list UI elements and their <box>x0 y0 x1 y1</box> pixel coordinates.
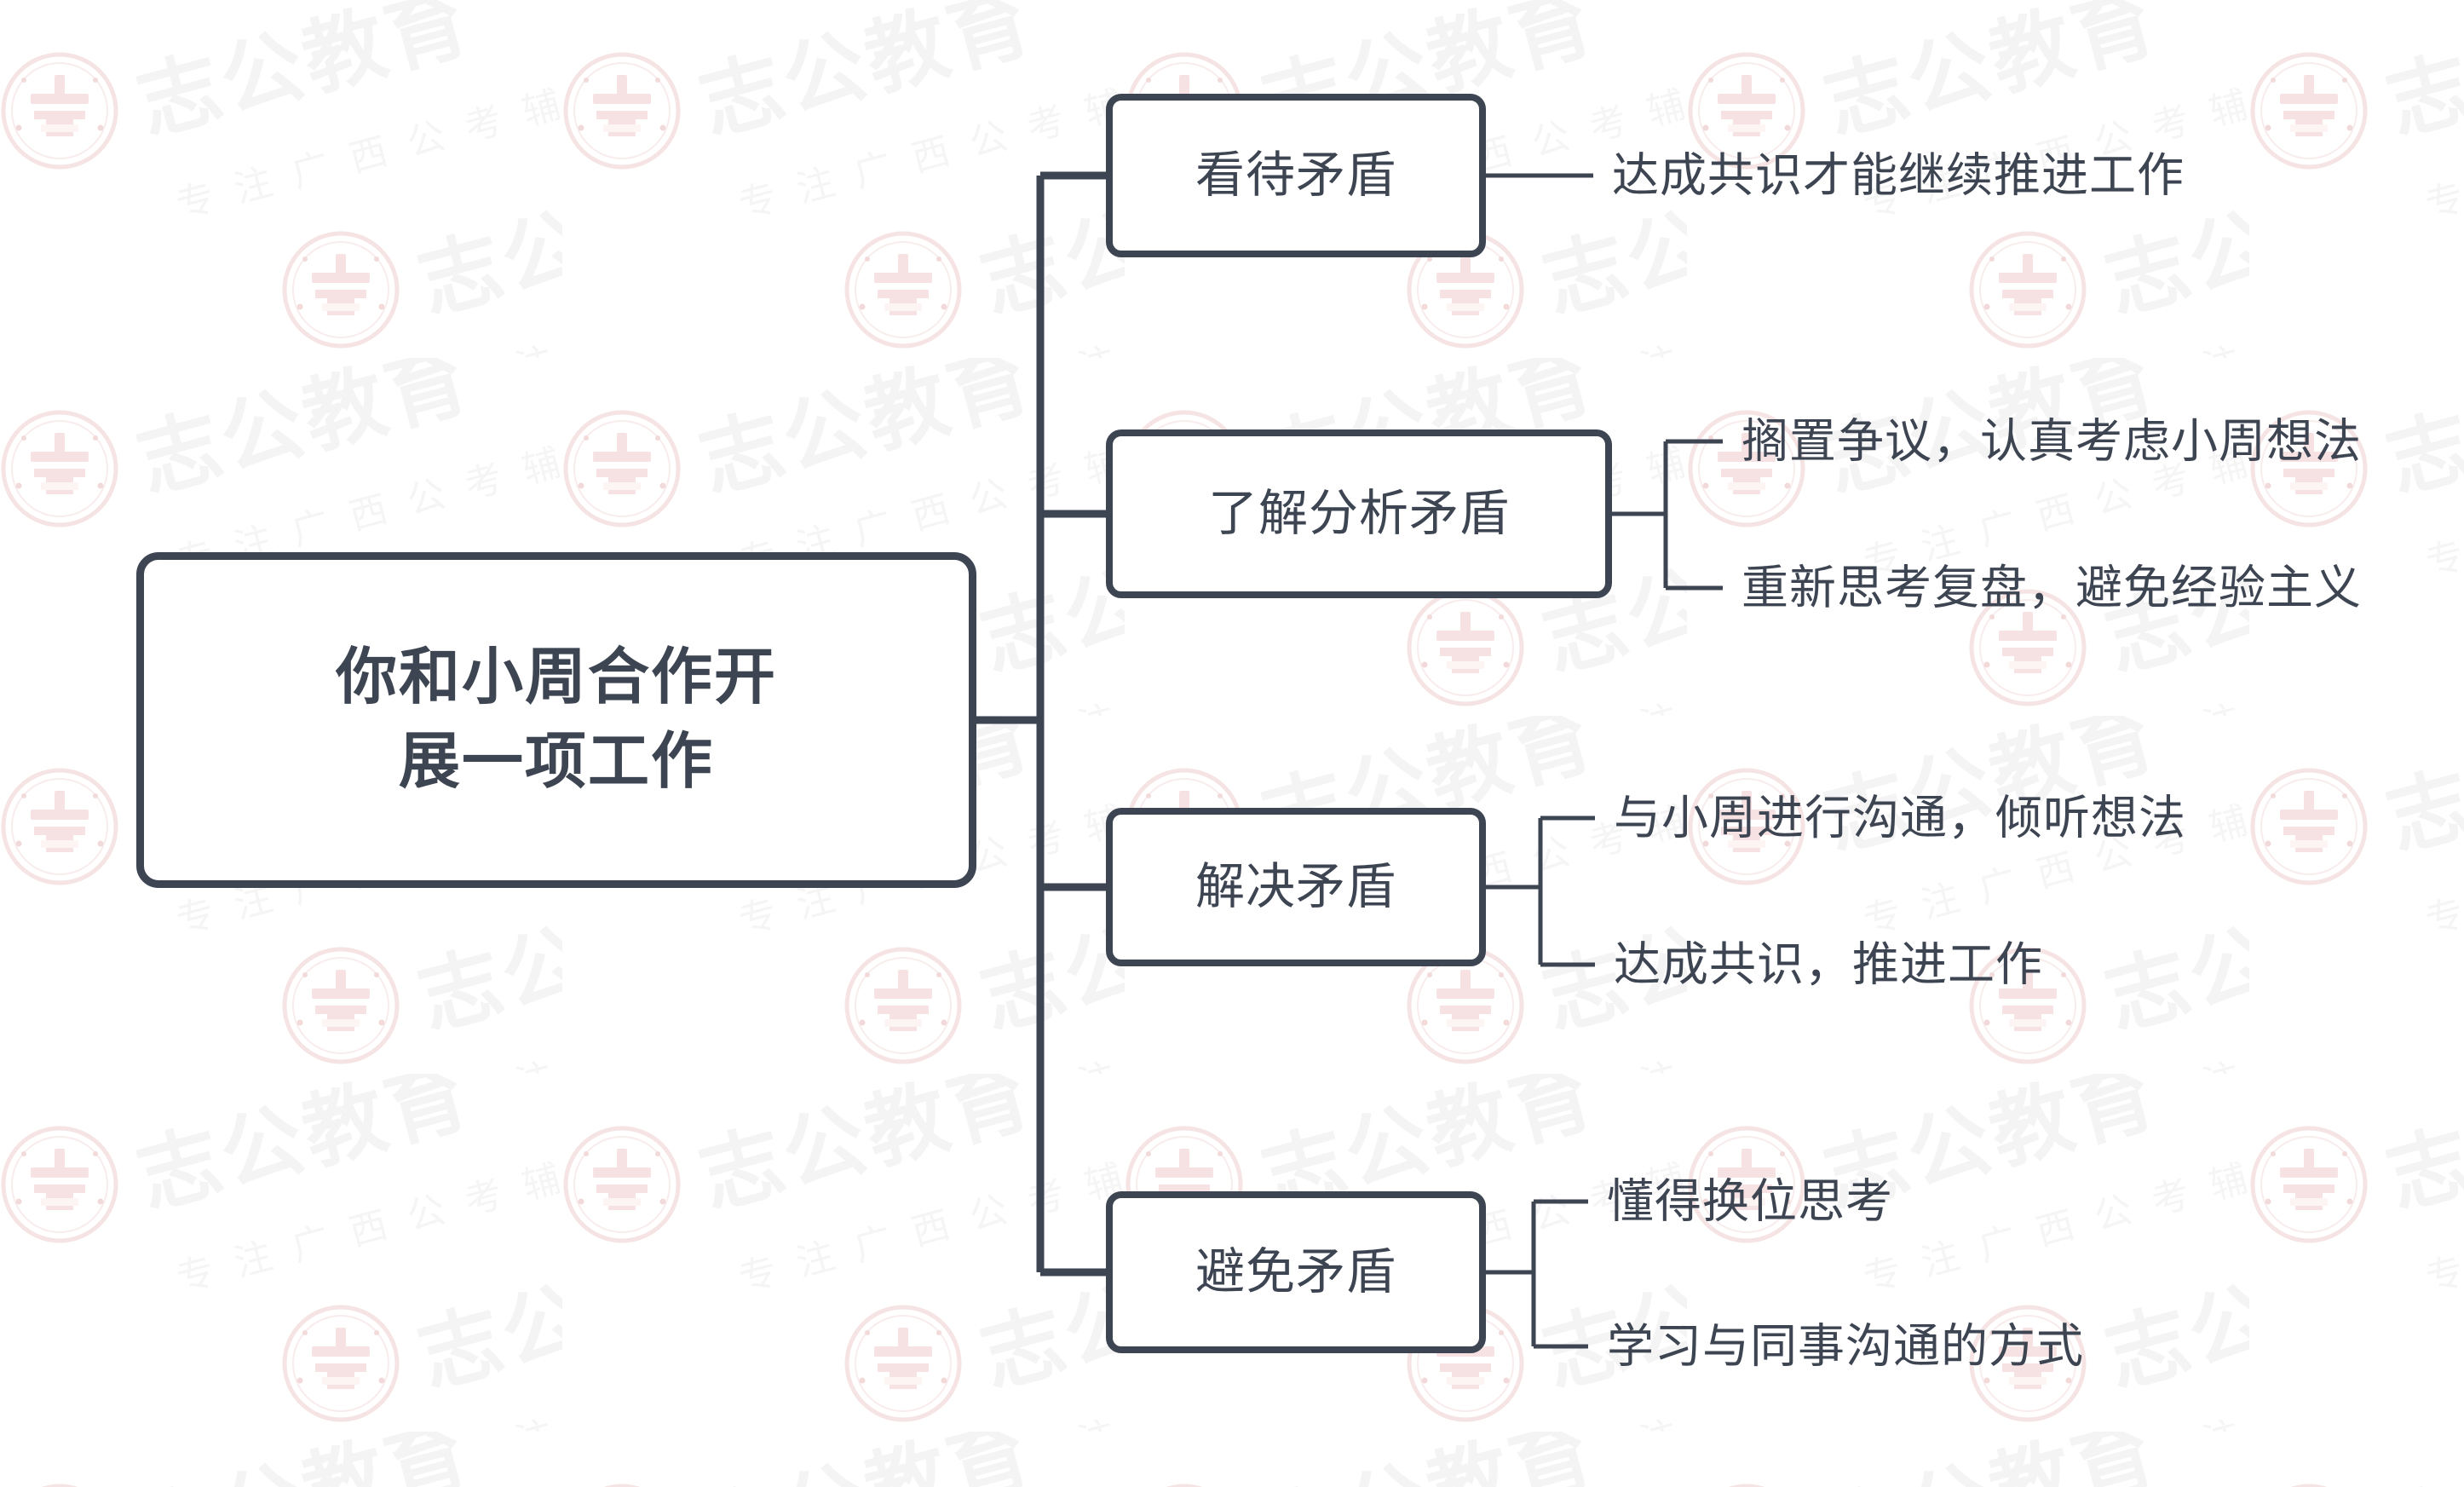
leaf-label[interactable]: 学习与同事沟通的方式 <box>1607 1319 2085 1373</box>
branch-node-bimian-maodun[interactable]: 避免矛盾 <box>1106 1191 1486 1353</box>
leaf-label[interactable]: 搁置争议，认真考虑小周想法 <box>1741 414 2363 468</box>
leaf-label[interactable]: 重新思考复盘，避免经验主义 <box>1741 561 2363 614</box>
leaf-label[interactable]: 达成共识才能继续推进工作 <box>1612 148 2185 202</box>
root-node-label: 你和小周合作开 展一项工作 <box>335 643 777 796</box>
branch-node-jiejue-maodun[interactable]: 解决矛盾 <box>1106 808 1486 966</box>
branch-node-label: 看待矛盾 <box>1195 147 1396 204</box>
branch-node-liaojie-fenxi-maodun[interactable]: 了解分析矛盾 <box>1106 429 1612 598</box>
branch-node-label: 解决矛盾 <box>1195 859 1396 915</box>
branch-node-kandai-maodun[interactable]: 看待矛盾 <box>1106 94 1486 257</box>
leaf-label[interactable]: 与小周进行沟通，倾听想法 <box>1614 791 2187 844</box>
root-node[interactable]: 你和小周合作开 展一项工作 <box>136 552 976 888</box>
leaf-label[interactable]: 达成共识，推进工作 <box>1614 937 2044 991</box>
branch-node-label: 了解分析矛盾 <box>1207 486 1510 542</box>
leaf-label[interactable]: 懂得换位思考 <box>1607 1174 1894 1228</box>
branch-node-label: 避免矛盾 <box>1195 1244 1396 1300</box>
